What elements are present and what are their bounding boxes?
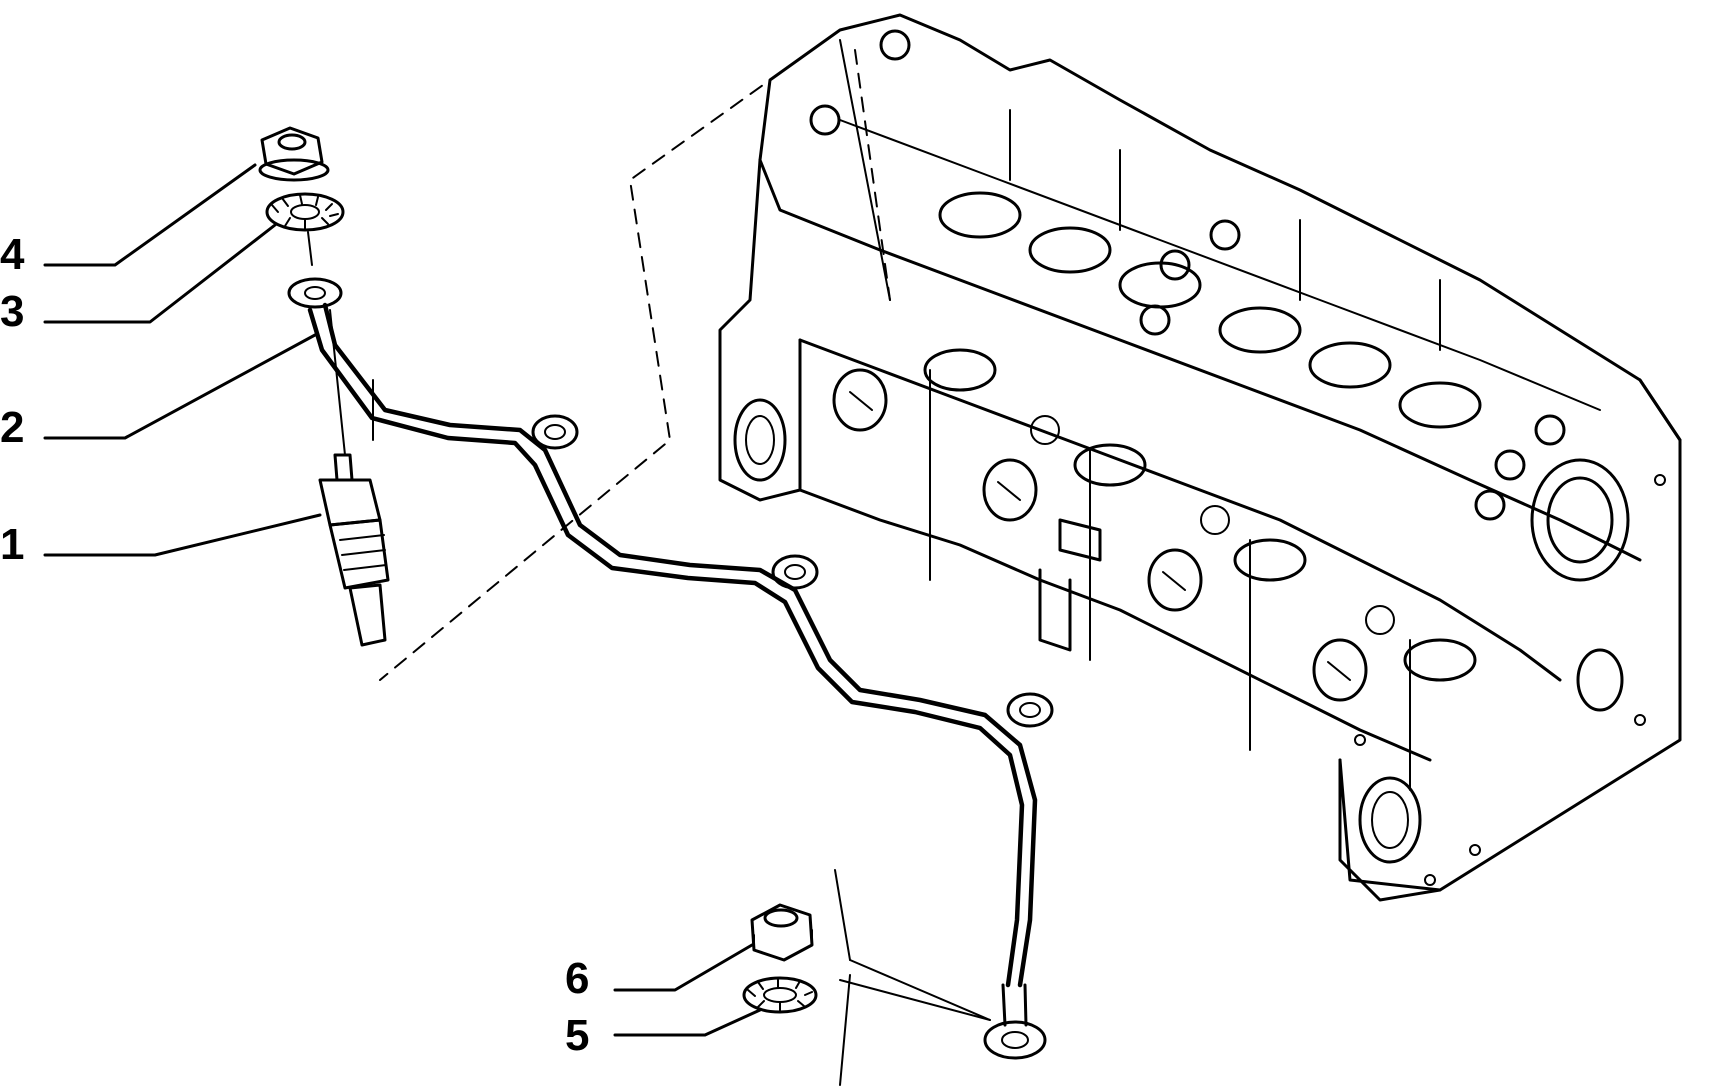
camshaft-cap-bolt-icons — [809, 29, 1566, 521]
callout-5: 5 — [565, 1011, 589, 1060]
self-locking-nut-icon — [750, 903, 814, 962]
callout-6: 6 — [565, 954, 589, 1003]
callout-1: 1 — [0, 520, 24, 569]
toothed-washer-icon — [265, 192, 345, 266]
callout-3: 3 — [0, 287, 24, 336]
leader-lines — [43, 163, 762, 1037]
glow-plug-cable — [287, 277, 1054, 1060]
toothed-washer-small-icon — [742, 976, 818, 1014]
reference-lines — [379, 29, 991, 1086]
flanged-nut-icon — [258, 126, 330, 182]
callout-2: 2 — [0, 403, 24, 452]
glow-plug-icon — [318, 309, 390, 647]
callout-4: 4 — [0, 230, 25, 279]
cylinder-head — [718, 13, 1682, 902]
